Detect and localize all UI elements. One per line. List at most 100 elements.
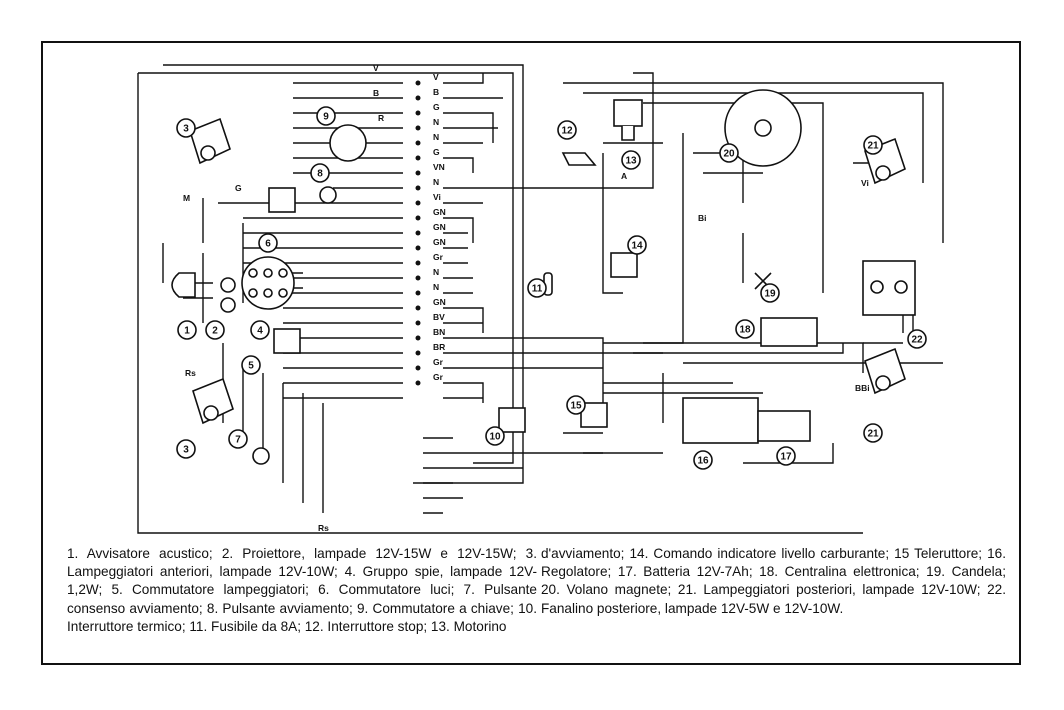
wire-53 — [563, 82, 944, 243]
indicator-lamp-icon — [278, 268, 288, 278]
component-number: 22 — [911, 335, 923, 346]
terminal-label: GN — [433, 222, 446, 232]
component-8: 8 — [310, 163, 337, 204]
component-number-circle — [719, 143, 739, 163]
component-18: 18 — [735, 317, 818, 347]
component-9: 9 — [316, 106, 367, 162]
battery-icon — [757, 410, 811, 442]
wire-32 — [443, 72, 654, 189]
wire-label-a: A — [621, 171, 627, 181]
terminal-dot — [415, 380, 421, 386]
component-number-circle — [241, 355, 261, 375]
ecu-icon — [760, 317, 818, 347]
component-number-circle — [557, 120, 577, 140]
wire-59 — [693, 152, 744, 203]
terminal-label: BV — [433, 312, 445, 322]
terminal-label: GN — [433, 237, 446, 247]
terminal-dot — [415, 170, 421, 176]
component-7: 7 — [228, 429, 270, 465]
push-button-icon — [319, 186, 337, 204]
component-19: 19 — [754, 272, 780, 303]
terminal-label: N — [433, 177, 439, 187]
terminal-label: N — [433, 117, 439, 127]
component-15: 15 — [566, 395, 608, 428]
indicator-lamp-icon — [248, 288, 258, 298]
motor-shaft-icon — [621, 126, 635, 141]
wire-54 — [583, 92, 924, 183]
wire-3 — [137, 73, 863, 534]
starter-motor-icon — [613, 99, 643, 127]
wire-label-top-b: B — [373, 88, 379, 98]
switch-icon — [610, 252, 638, 278]
wire-68 — [743, 443, 834, 464]
component-number: 7 — [235, 435, 241, 446]
indicator-lamp-icon — [263, 288, 273, 298]
component-number: 11 — [532, 284, 543, 295]
component-13: 13 — [613, 99, 643, 170]
component-number: 17 — [780, 452, 792, 463]
component-number: 14 — [631, 241, 643, 252]
indicator-lamp-icon — [278, 288, 288, 298]
component-number: 8 — [317, 169, 323, 180]
wire-62 — [633, 343, 844, 354]
component-number-circle — [177, 320, 197, 340]
wire-31 — [443, 157, 474, 173]
wire-1 — [138, 72, 514, 464]
component-number-circle — [627, 235, 647, 255]
component-number-circle — [621, 150, 641, 170]
terminal-label: G — [433, 102, 440, 112]
wire-label-g: G — [235, 183, 242, 193]
terminal-dot — [415, 350, 421, 356]
component-number: 21 — [867, 141, 879, 152]
component-10: 10 — [485, 407, 526, 446]
terminal-dot — [415, 245, 421, 251]
push-button-icon — [252, 447, 270, 465]
regulator-icon — [682, 397, 759, 444]
wire-label-bbi: BBi — [855, 383, 870, 393]
terminal-dot — [415, 110, 421, 116]
lamp-group-icon — [241, 256, 295, 310]
terminal-dot — [415, 320, 421, 326]
lamp-icon — [870, 280, 884, 294]
component-4: 4 — [241, 256, 295, 340]
indicator-lamp-icon — [248, 268, 258, 278]
flasher-icon — [192, 377, 234, 425]
flywheel-hub-icon — [754, 119, 772, 137]
terminal-dot — [415, 230, 421, 236]
lamp-icon — [220, 277, 236, 293]
flasher-icon — [189, 117, 231, 165]
component-number-circle — [310, 163, 330, 183]
caption-left: 1. Avvisatore acustico; 2. Proiettore, l… — [67, 546, 537, 634]
component-3: 3 — [176, 117, 231, 165]
wire-28 — [443, 112, 494, 143]
terminal-label: N — [433, 132, 439, 142]
component-number-circle — [760, 283, 780, 303]
terminal-label: G — [433, 147, 440, 157]
lamp-icon — [875, 375, 891, 391]
terminal-dot — [415, 185, 421, 191]
terminal-dot — [415, 335, 421, 341]
component-22: 22 — [862, 260, 927, 349]
terminal-dot — [415, 80, 421, 86]
component-number-circle — [250, 320, 270, 340]
component-number: 19 — [764, 289, 776, 300]
component-14: 14 — [610, 235, 647, 278]
component-21: 21 — [863, 347, 906, 443]
wire-label-top-v: V — [373, 63, 379, 73]
wire-55 — [643, 102, 824, 293]
component-number: 3 — [183, 445, 189, 456]
component-number: 2 — [212, 326, 218, 337]
wire-26 — [443, 73, 484, 84]
wire-63 — [643, 342, 864, 373]
wire-label-rs: Rs — [185, 368, 196, 378]
component-number-circle — [258, 233, 278, 253]
component-number-circle — [776, 446, 796, 466]
wire-label-m: M — [183, 193, 190, 203]
component-number: 9 — [323, 112, 329, 123]
wire-label-s: Rs — [318, 523, 329, 533]
flasher-icon — [864, 347, 906, 395]
wire-34 — [443, 217, 474, 243]
terminal-dot — [415, 275, 421, 281]
horn-icon — [171, 272, 196, 298]
